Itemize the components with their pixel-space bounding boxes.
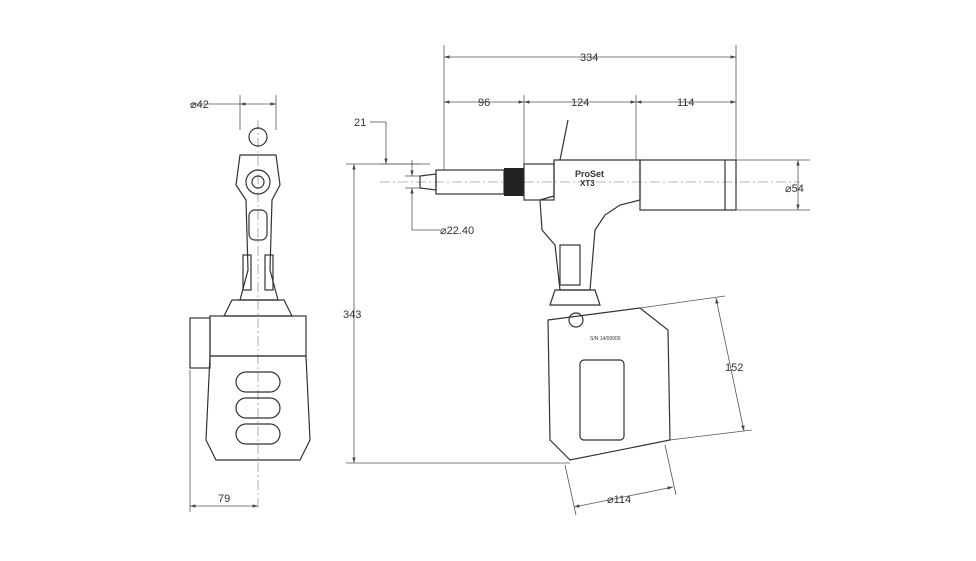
dim-front-width: 79: [218, 493, 230, 505]
dim-segment-1: 96: [478, 97, 490, 109]
dim-reservoir-diameter: ⌀114: [607, 494, 631, 506]
serial-label: S/N 14/00000: [590, 336, 621, 342]
front-view: ⌀42 79: [189, 95, 311, 512]
dim-cylinder-diameter: ⌀54: [785, 183, 804, 195]
dim-nose-offset: 21: [354, 117, 366, 129]
brand-logo: ProSet: [575, 169, 604, 179]
dim-overall-length: 334: [580, 52, 598, 64]
dim-front-top-diameter: ⌀42: [190, 99, 209, 111]
dim-reservoir-height: 152: [725, 362, 743, 374]
side-view: ProSet XT3 S/N 14/00000 334 96 124 114 2…: [343, 45, 810, 516]
dim-segment-3: 114: [677, 97, 695, 109]
dim-overall-height: 343: [343, 309, 361, 321]
dim-nose-diameter: ⌀22.40: [440, 225, 474, 237]
dim-segment-2: 124: [571, 97, 589, 109]
model-logo: XT3: [580, 179, 595, 188]
